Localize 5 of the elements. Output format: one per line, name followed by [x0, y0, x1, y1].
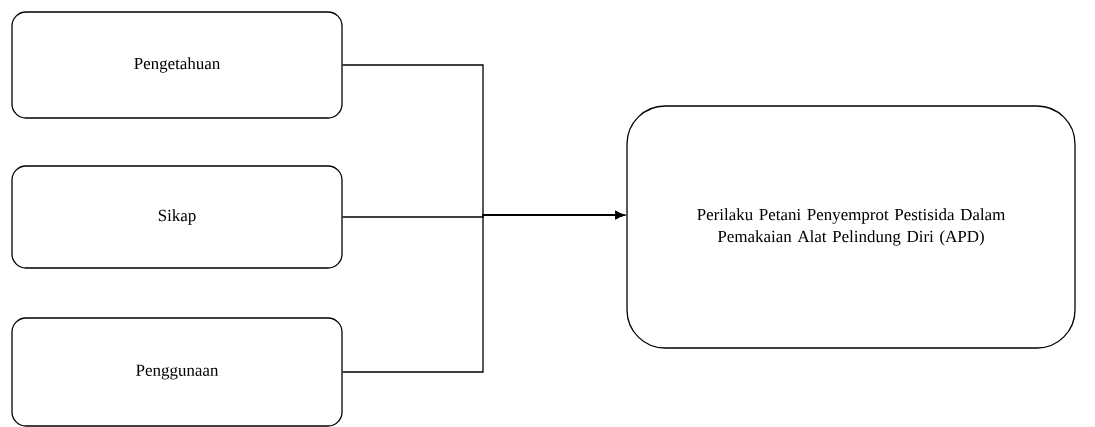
process-box: Perilaku Petani Penyemprot Pestisida Dalam Pemakaian Alat Pelindung Diri (APD) — [626, 105, 1076, 349]
arrow — [342, 211, 625, 373]
process-box: Pengetahuan — [11, 11, 343, 119]
process-box: Sikap — [11, 165, 343, 269]
process-box: Penggunaan — [11, 317, 343, 427]
